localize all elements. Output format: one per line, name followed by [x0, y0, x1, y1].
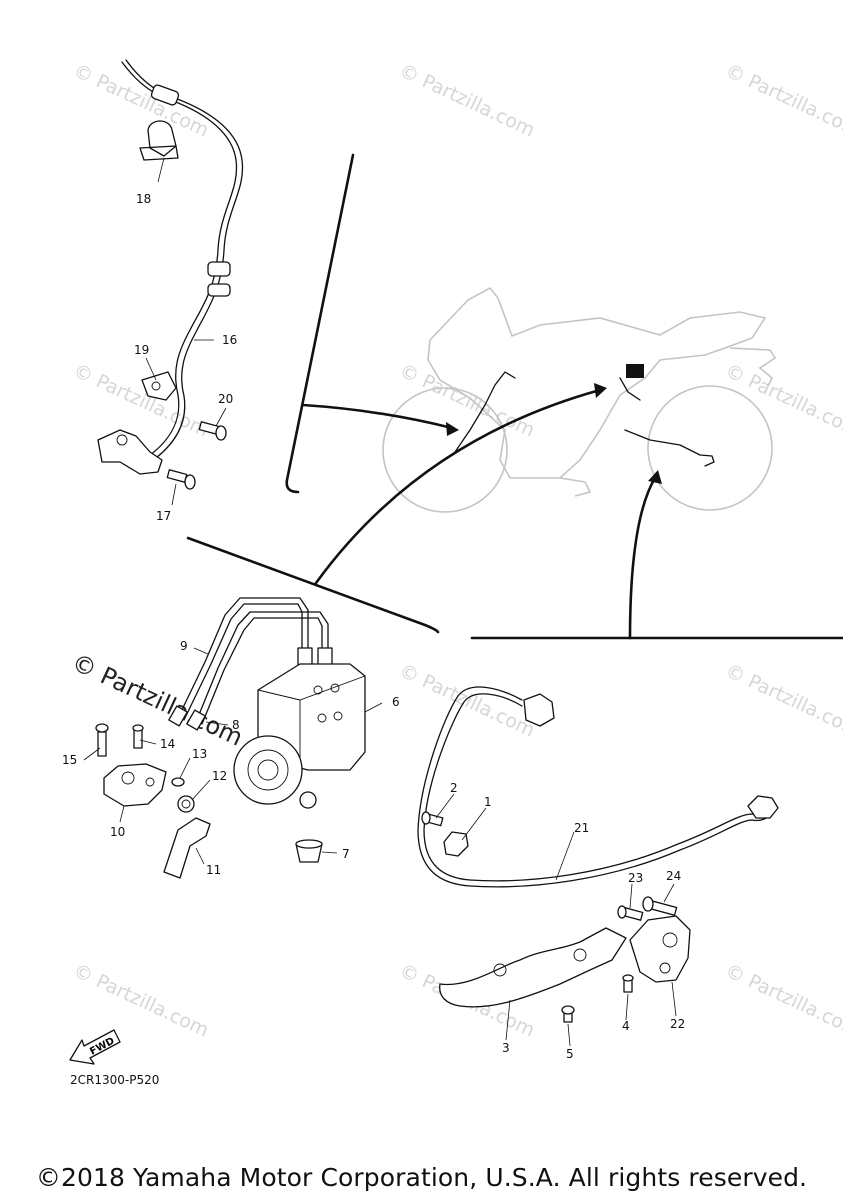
bracket-10	[103, 763, 167, 807]
section-brackets	[186, 153, 843, 640]
diagram-code: 2CR1300-P520	[70, 1073, 160, 1087]
rear-wheel-sensor	[747, 795, 779, 819]
fwd-arrow-icon: FWD	[69, 1029, 121, 1065]
callout-12: 12	[212, 769, 227, 783]
watermark: © Partzilla.com	[396, 360, 538, 442]
watermark: © Partzilla.com	[396, 60, 538, 142]
location-markers	[454, 364, 715, 467]
callout-6: 6	[392, 695, 400, 709]
callout-19: 19	[134, 343, 149, 357]
plate-11	[163, 817, 211, 879]
callout-3: 3	[502, 1041, 510, 1055]
copyright-notice: ©2018 Yamaha Motor Corporation, U.S.A. A…	[35, 1163, 808, 1192]
brake-pipe-8	[195, 611, 329, 723]
watermark: © Partzilla.com	[722, 960, 843, 1042]
callout-16: 16	[222, 333, 237, 347]
bolt-20	[198, 421, 227, 441]
callout-2: 2	[450, 781, 458, 795]
callout-23: 23	[628, 871, 643, 885]
rear-wheel-sensor-group	[417, 686, 779, 1023]
rear-sensor-lead	[417, 686, 777, 888]
bolt-14	[132, 724, 144, 749]
callout-18: 18	[136, 192, 151, 206]
callout-1: 1	[484, 795, 492, 809]
watermark: © Partzilla.com	[396, 660, 538, 742]
bolt-23	[617, 905, 644, 921]
sensor-coupler	[523, 693, 555, 727]
callout-15: 15	[62, 753, 77, 767]
callout-5: 5	[566, 1047, 574, 1061]
screw-5	[561, 1005, 575, 1023]
bolt-17	[166, 469, 196, 490]
front-wheel-sensor-group	[97, 59, 244, 490]
callout-22: 22	[670, 1017, 685, 1031]
callout-4: 4	[622, 1019, 630, 1033]
callout-17: 17	[156, 509, 171, 523]
callout-9: 9	[180, 639, 188, 653]
clamp-1	[443, 831, 469, 857]
watermark: © Partzilla.com	[722, 60, 843, 142]
callout-24: 24	[666, 869, 681, 883]
brake-pipe-9	[177, 597, 309, 719]
front-wheel-sensor	[97, 429, 163, 475]
watermark: © Partzilla.com	[722, 660, 843, 742]
callout-11: 11	[206, 863, 221, 877]
callout-8: 8	[232, 718, 240, 732]
callout-13: 13	[192, 747, 207, 761]
callout-21: 21	[574, 821, 589, 835]
guard-3	[439, 927, 627, 1008]
watermark: © Partzilla.com	[70, 60, 212, 142]
holder-19	[141, 371, 177, 401]
collar-13	[171, 777, 185, 787]
callout-14: 14	[160, 737, 175, 751]
bracket-22	[629, 915, 691, 983]
bolt-24	[642, 896, 678, 916]
bolt-15	[95, 723, 109, 757]
nut-12	[177, 795, 195, 813]
bolt-2	[421, 811, 444, 827]
callout-20: 20	[218, 392, 233, 406]
callout-7: 7	[342, 847, 350, 861]
abs-motor	[233, 735, 303, 805]
watermark-layer: © Partzilla.com © Partzilla.com © Partzi…	[67, 60, 843, 1042]
watermark: © Partzilla.com	[70, 360, 212, 442]
screw-4	[622, 974, 634, 993]
callout-labels: 18 16 19 20 17 9 6 8 14 13 15 12 10 7 11…	[62, 192, 685, 1061]
watermark: © Partzilla.com	[722, 360, 843, 442]
motorcycle-silhouette	[382, 286, 777, 513]
hydraulic-unit-group	[95, 597, 366, 879]
callout-10: 10	[110, 825, 125, 839]
watermark: © Partzilla.com	[70, 960, 212, 1042]
leader-lines	[83, 157, 677, 1047]
